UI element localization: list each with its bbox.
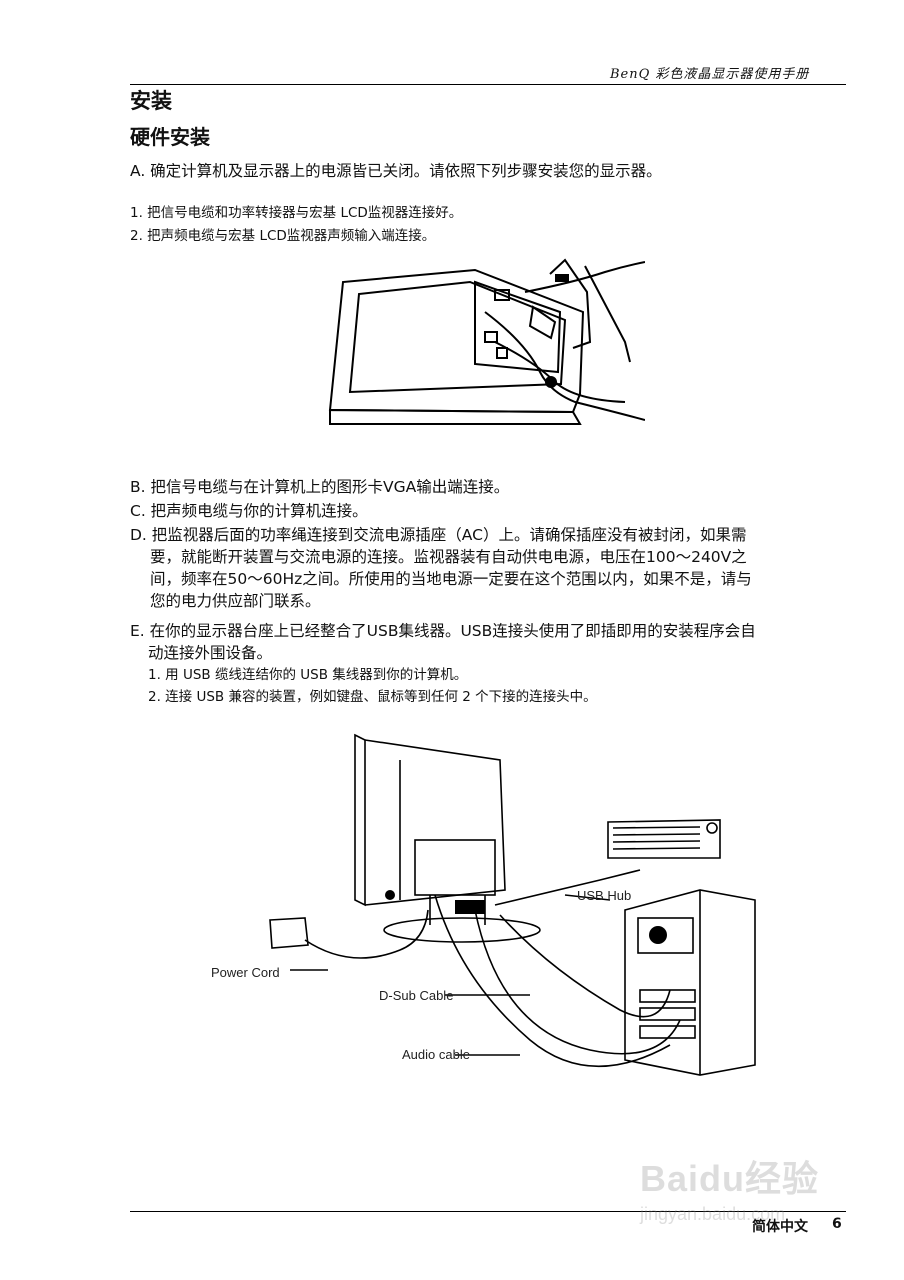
watermark: Baidu经验 jingyan.baidu.com: [640, 1150, 850, 1250]
running-header: BenQ 彩色液晶显示器使用手册: [610, 67, 810, 82]
step-a: A. 确定计算机及显示器上的电源皆已关闭。请依照下列步骤安装您的显示器。: [130, 162, 662, 180]
step-e-line-2: 动连接外围设备。: [148, 644, 273, 662]
watermark-logo: Baidu经验: [640, 1158, 820, 1199]
step-b: B. 把信号电缆与在计算机上的图形卡VGA输出端连接。: [130, 478, 510, 496]
footer-rule: [130, 1211, 846, 1212]
section-subtitle: 硬件安装: [130, 125, 210, 149]
header-rule: [130, 84, 846, 85]
step-d-line-2: 要，就能断开装置与交流电源的连接。监视器装有自动供电电源，电压在100～240V…: [150, 548, 747, 566]
monitor-rear-illustration: [328, 258, 645, 425]
step-e-2: 2. 连接 USB 兼容的装置，例如键盘、鼠标等到任何 2 个下接的连接头中。: [148, 689, 597, 705]
step-a-1: 1. 把信号电缆和功率转接器与宏基 LCD监视器连接好。: [130, 205, 463, 221]
step-d-line-3: 间，频率在50～60Hz之间。所使用的当地电源一定要在这个范围以内，如果不是，请…: [150, 570, 752, 588]
section-title: 安装: [130, 89, 172, 113]
step-c: C. 把声频电缆与你的计算机连接。: [130, 502, 368, 520]
footer-language: 简体中文: [752, 1219, 808, 1235]
watermark-url: jingyan.baidu.com: [640, 1204, 786, 1224]
step-e: E. 在你的显示器台座上已经整合了USB集线器。USB连接头使用了即插即用的安装…: [130, 620, 846, 664]
step-a-2: 2. 把声频电缆与宏基 LCD监视器声频输入端连接。: [130, 228, 436, 244]
step-d: D. 把监视器后面的功率绳连接到交流电源插座（AC）上。请确保插座没有被封闭，如…: [130, 524, 846, 612]
page-number: 6: [832, 1216, 842, 1232]
step-e-line-1: E. 在你的显示器台座上已经整合了USB集线器。USB连接头使用了即插即用的安装…: [130, 622, 756, 640]
audio-cable-label: Audio cable: [402, 1047, 470, 1062]
usb-hub-label: USB Hub: [577, 888, 632, 903]
step-e-1: 1. 用 USB 缆线连结你的 USB 集线器到你的计算机。: [148, 667, 468, 683]
connection-diagram: [269, 733, 756, 1076]
dsub-cable-label: D-Sub Cable: [379, 988, 454, 1003]
step-d-line-4: 您的电力供应部门联系。: [150, 592, 321, 610]
step-d-line-1: D. 把监视器后面的功率绳连接到交流电源插座（AC）上。请确保插座没有被封闭，如…: [130, 526, 747, 544]
power-cord-label: Power Cord: [211, 965, 280, 980]
